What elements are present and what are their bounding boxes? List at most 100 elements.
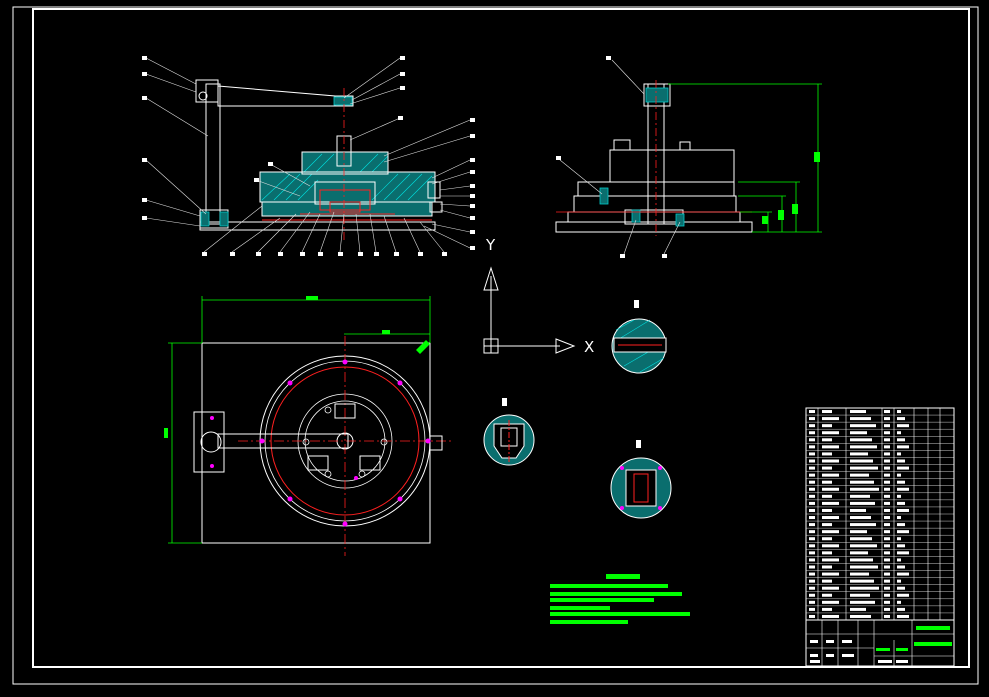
table-cell-mark bbox=[809, 480, 815, 484]
table-cell-mark bbox=[809, 466, 815, 470]
table-cell-mark bbox=[822, 424, 832, 428]
sheet-border bbox=[12, 6, 979, 685]
table-cell-mark bbox=[850, 558, 873, 562]
table-cell-mark bbox=[850, 424, 876, 428]
table-cell-mark bbox=[884, 466, 890, 470]
table-cell-mark bbox=[884, 544, 890, 548]
table-cell-mark bbox=[850, 551, 868, 555]
table-cell-mark bbox=[897, 551, 909, 555]
table-cell-mark bbox=[850, 410, 866, 414]
table-cell-mark bbox=[809, 572, 815, 576]
table-cell-mark bbox=[850, 508, 866, 512]
table-cell-mark bbox=[809, 501, 815, 505]
table-cell-mark bbox=[850, 494, 870, 498]
ucs-icon: Y X bbox=[483, 236, 594, 356]
table-cell-mark bbox=[850, 614, 871, 618]
table-cell-mark bbox=[884, 501, 890, 505]
table-cell-mark bbox=[822, 494, 832, 498]
table-cell-mark bbox=[850, 607, 866, 611]
table-cell-mark bbox=[822, 537, 832, 541]
table-cell-mark bbox=[884, 459, 890, 463]
table-cell-mark bbox=[822, 558, 839, 562]
table-cell-mark bbox=[822, 410, 832, 414]
table-cell-mark bbox=[822, 452, 832, 456]
table-cell-mark bbox=[809, 537, 815, 541]
table-cell-mark bbox=[822, 466, 832, 470]
table-cell-mark bbox=[884, 614, 890, 618]
table-cell-mark bbox=[850, 565, 878, 569]
table-cell-mark bbox=[897, 410, 901, 414]
table-cell-mark bbox=[809, 417, 815, 421]
table-cell-mark bbox=[897, 501, 905, 505]
table-cell-mark bbox=[822, 614, 839, 618]
table-cell-mark bbox=[897, 572, 909, 576]
table-cell-mark bbox=[809, 516, 815, 520]
table-cell-mark bbox=[809, 530, 815, 534]
table-cell-mark bbox=[809, 431, 815, 435]
table-cell-mark bbox=[822, 579, 832, 583]
side-view bbox=[555, 56, 822, 258]
table-cell-mark bbox=[897, 466, 909, 470]
table-cell-mark bbox=[850, 579, 874, 583]
table-cell-mark bbox=[850, 544, 877, 548]
table-cell-mark bbox=[809, 614, 815, 618]
table-cell-mark bbox=[884, 600, 890, 604]
table-cell-mark bbox=[809, 593, 815, 597]
table-cell-mark bbox=[809, 494, 815, 498]
table-cell-mark bbox=[809, 523, 815, 527]
table-cell-mark bbox=[884, 487, 890, 491]
table-cell-mark bbox=[884, 537, 890, 541]
table-cell-mark bbox=[884, 445, 890, 449]
table-cell-mark bbox=[822, 607, 832, 611]
table-cell-mark bbox=[850, 431, 867, 435]
table-cell-mark bbox=[897, 607, 905, 611]
table-cell-mark bbox=[897, 473, 901, 477]
table-cell-mark bbox=[850, 586, 879, 590]
table-cell-mark bbox=[850, 593, 870, 597]
table-cell-mark bbox=[884, 480, 890, 484]
table-cell-mark bbox=[809, 600, 815, 604]
table-cell-mark bbox=[822, 600, 839, 604]
table-cell-mark bbox=[897, 417, 905, 421]
table-cell-mark bbox=[822, 508, 832, 512]
table-cell-mark bbox=[884, 565, 890, 569]
table-cell-mark bbox=[850, 466, 878, 470]
table-cell-mark bbox=[884, 508, 890, 512]
table-cell-mark bbox=[897, 494, 901, 498]
table-cell-mark bbox=[897, 530, 909, 534]
table-cell-mark bbox=[884, 438, 890, 442]
table-cell-mark bbox=[822, 459, 839, 463]
table-cell-mark bbox=[809, 586, 815, 590]
table-cell-mark bbox=[822, 530, 839, 534]
table-cell-mark bbox=[897, 424, 909, 428]
table-cell-mark bbox=[897, 586, 905, 590]
table-cell-mark bbox=[897, 452, 901, 456]
table-cell-mark bbox=[809, 551, 815, 555]
table-cell-mark bbox=[850, 459, 873, 463]
front-section-view bbox=[142, 56, 475, 256]
table-cell-mark bbox=[884, 523, 890, 527]
table-cell-mark bbox=[884, 586, 890, 590]
table-cell-mark bbox=[897, 579, 901, 583]
table-cell-mark bbox=[822, 431, 839, 435]
table-cell-mark bbox=[822, 572, 839, 576]
table-cell-mark bbox=[822, 586, 839, 590]
table-cell-mark bbox=[822, 523, 832, 527]
table-cell-mark bbox=[897, 431, 901, 435]
table-cell-mark bbox=[822, 473, 839, 477]
table-cell-mark bbox=[897, 508, 909, 512]
table-cell-mark bbox=[884, 572, 890, 576]
table-cell-mark bbox=[897, 558, 901, 562]
table-cell-mark bbox=[809, 424, 815, 428]
table-cell-mark bbox=[809, 473, 815, 477]
table-cell-mark bbox=[897, 523, 905, 527]
table-cell-mark bbox=[850, 523, 876, 527]
table-cell-mark bbox=[809, 607, 815, 611]
table-cell-mark bbox=[809, 445, 815, 449]
ucs-y-label: Y bbox=[485, 236, 496, 254]
table-cell-mark bbox=[850, 438, 872, 442]
table-cell-mark bbox=[850, 452, 868, 456]
table-cell-mark bbox=[897, 438, 905, 442]
table-cell-mark bbox=[809, 438, 815, 442]
